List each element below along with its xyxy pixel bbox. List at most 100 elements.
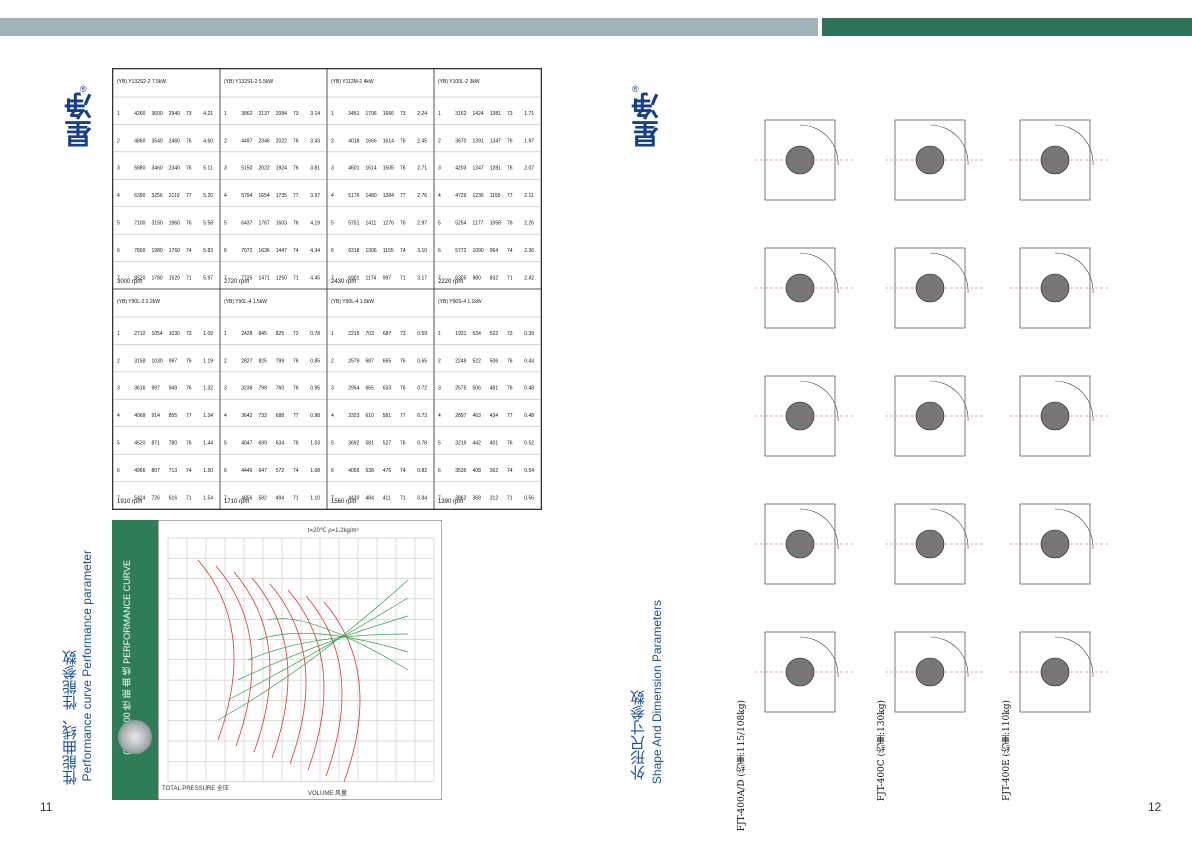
table-cell: 3692 xyxy=(348,441,359,447)
table-cell: 2827 xyxy=(241,358,252,364)
table-cell: 634 xyxy=(276,441,285,447)
drawing-scroll-arc xyxy=(799,124,839,166)
table-cell: 2 xyxy=(331,358,334,364)
table-cell: 1030 xyxy=(152,358,163,364)
table-cell: 871 xyxy=(152,441,161,447)
table-cell: 76 xyxy=(507,166,513,172)
table-motor-label: (YB) Y90L-4 1.5kW xyxy=(224,299,267,305)
table-cell: 2 xyxy=(438,138,441,144)
drawing-scroll-arc xyxy=(1054,380,1094,422)
table-cell: 1058 xyxy=(490,221,501,227)
table-cell: 688 xyxy=(276,413,285,419)
table-cell: 76 xyxy=(400,166,406,172)
drawing-scroll-arc xyxy=(929,508,969,550)
table-cell: 1381 xyxy=(490,111,501,117)
table-cell: 2.11 xyxy=(524,193,534,199)
table-cell: 1347 xyxy=(490,138,501,144)
table-cell: 2.24 xyxy=(417,111,427,117)
table-cell: 2 xyxy=(117,138,120,144)
table-cell: 4729 xyxy=(455,193,466,199)
table-cell: 71 xyxy=(400,495,406,501)
table-cell: 0.85 xyxy=(310,358,320,364)
table-cell: 3 xyxy=(224,166,227,172)
table-cell: 7 xyxy=(224,275,227,281)
table-cell: 5.83 xyxy=(203,248,213,254)
table-cell: 3862 xyxy=(455,495,466,501)
table-cell: 2022 xyxy=(259,166,270,172)
table-cell: 1480 xyxy=(366,193,377,199)
table-cell: 6 xyxy=(438,468,441,474)
table-cell: 76 xyxy=(186,166,192,172)
right-title-en: Shape And Dimension Parameters xyxy=(650,600,664,785)
trademark-right: ® xyxy=(632,84,639,94)
table-cell: 4056 xyxy=(348,468,359,474)
table-cell: 5794 xyxy=(241,193,252,199)
table-cell: 73 xyxy=(400,331,406,337)
table-cell: 2 xyxy=(438,358,441,364)
table-cell: 997 xyxy=(152,386,161,392)
table-cell: 4446 xyxy=(241,468,252,474)
table-cell: 5 xyxy=(438,221,441,227)
table-cell: 5 xyxy=(224,441,227,447)
table-cell: 3 xyxy=(331,386,334,392)
table-cell: 1471 xyxy=(259,275,270,281)
table-cell: 71 xyxy=(400,275,406,281)
chart-speed-curve xyxy=(287,589,325,771)
table-cell: 997 xyxy=(383,275,392,281)
table-cell: 312 xyxy=(490,495,499,501)
table-cell: 1505 xyxy=(383,166,394,172)
table-cell: 1614 xyxy=(366,166,377,172)
table-cell: 76 xyxy=(293,166,299,172)
table-cell: 4.34 xyxy=(310,248,320,254)
table-cell: 481 xyxy=(490,386,499,392)
table-cell: 4 xyxy=(224,193,227,199)
table-cell: 5176 xyxy=(348,193,359,199)
model-label-a: FJT-400A/D (约重:115/108kg) xyxy=(737,700,747,832)
table-cell: 3.97 xyxy=(310,193,320,199)
table-cell: 1090 xyxy=(473,248,484,254)
table-motor-label: (YB) Y132S2-2 7.5kW xyxy=(117,79,166,85)
table-cell: 73 xyxy=(507,331,513,337)
table-cell: 3 xyxy=(117,386,120,392)
table-cell: 1636 xyxy=(259,248,270,254)
table-cell: 76 xyxy=(186,358,192,364)
table-cell: 4520 xyxy=(134,441,145,447)
chart-xlabel: VOLUME 风量 xyxy=(308,790,347,797)
table-cell: 2940 xyxy=(169,111,180,117)
table-group-box xyxy=(433,288,541,509)
table-cell: 2428 xyxy=(241,331,252,337)
table-cell: 1155 xyxy=(383,248,394,254)
table-cell: 1980 xyxy=(152,248,163,254)
table-cell: 3.81 xyxy=(310,166,320,172)
chart-ylabel: TOTAL PRESSURE 全压 xyxy=(162,784,229,792)
table-group-box xyxy=(113,69,221,290)
table-cell: 3.14 xyxy=(310,111,320,117)
table-cell: 1960 xyxy=(169,221,180,227)
table-cell: 2.26 xyxy=(524,221,534,227)
table-cell: 1.50 xyxy=(203,468,213,474)
table-cell: 1924 xyxy=(276,166,287,172)
brand-logo-right: 星净 xyxy=(630,92,663,148)
table-cell: 581 xyxy=(366,441,375,447)
table-cell: 442 xyxy=(473,441,482,447)
table-cell: 2579 xyxy=(348,358,359,364)
table-cell: 1 xyxy=(224,331,227,337)
table-cell: 2084 xyxy=(276,111,287,117)
right-title-cn: 外形尺寸参数 xyxy=(630,690,647,780)
table-cell: 760 xyxy=(276,386,285,392)
table-cell: 74 xyxy=(400,468,406,474)
table-cell: 7 xyxy=(224,495,227,501)
table-cell: 665 xyxy=(366,386,375,392)
table-cell: 572 xyxy=(276,468,285,474)
table-cell: 76 xyxy=(507,358,513,364)
table-cell: 713 xyxy=(169,468,178,474)
table-cell: 1447 xyxy=(276,248,287,254)
table-cell: 4430 xyxy=(348,495,359,501)
table-cell: 1155 xyxy=(490,193,501,199)
table-cell: 3.43 xyxy=(310,138,320,144)
table-motor-label: (YB) Y90L-4 1.5kW xyxy=(331,299,374,305)
table-cell: 1666 xyxy=(366,138,377,144)
chart-efficiency-curve xyxy=(267,618,409,671)
table-cell: 1614 xyxy=(383,138,394,144)
table-cell: 7100 xyxy=(134,221,145,227)
